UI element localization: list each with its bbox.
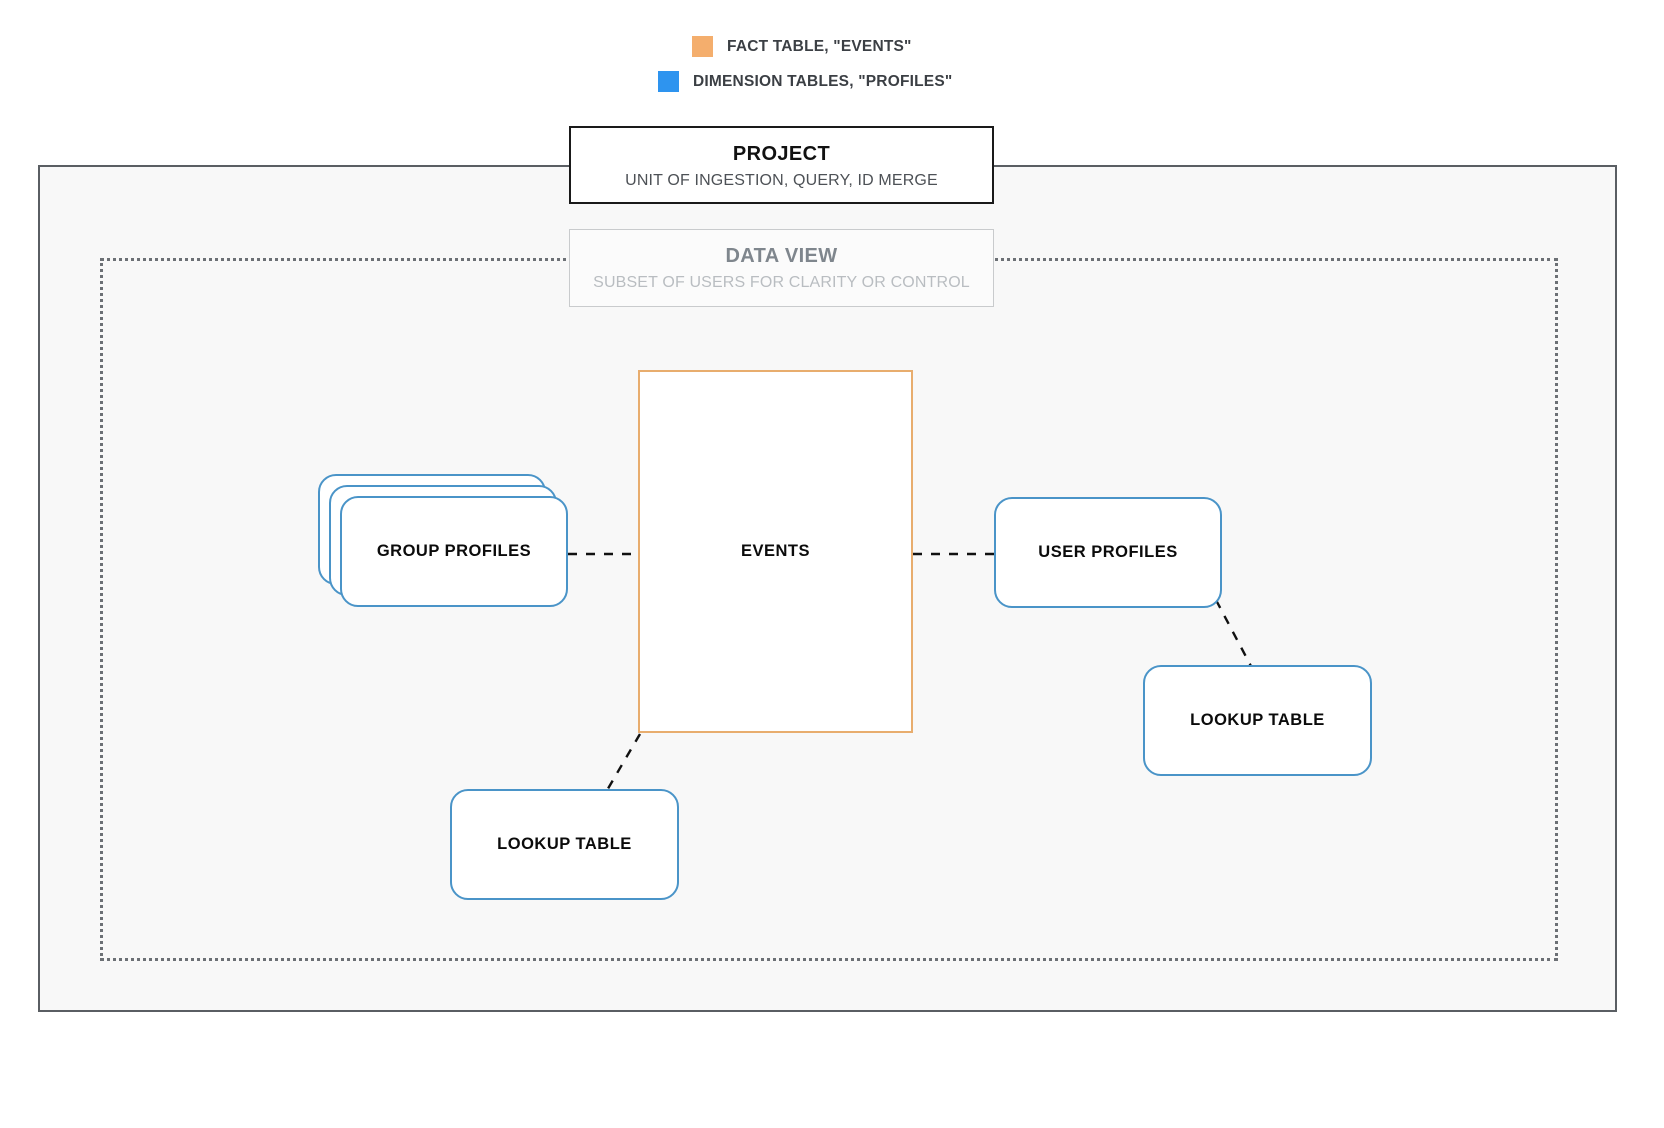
node-user-profiles-label: USER PROFILES — [1038, 543, 1178, 561]
data-view-card-subtitle: SUBSET OF USERS FOR CLARITY OR CONTROL — [593, 274, 970, 291]
node-user-profiles[interactable]: USER PROFILES — [994, 497, 1222, 608]
orange-square-swatch — [692, 36, 713, 57]
node-lookup-table-right-label: LOOKUP TABLE — [1190, 711, 1325, 729]
legend-item-dimension-tables: DIMENSION TABLES, "PROFILES" — [658, 71, 952, 92]
project-title-card: PROJECT UNIT OF INGESTION, QUERY, ID MER… — [569, 126, 994, 204]
node-lookup-table-right[interactable]: LOOKUP TABLE — [1143, 665, 1372, 776]
node-events[interactable]: EVENTS — [638, 370, 913, 733]
project-card-title: PROJECT — [732, 143, 831, 165]
node-events-label: EVENTS — [740, 542, 811, 560]
blue-square-swatch — [658, 71, 679, 92]
node-lookup-table-left[interactable]: LOOKUP TABLE — [450, 789, 679, 900]
data-view-title-card: DATA VIEW SUBSET OF USERS FOR CLARITY OR… — [569, 229, 994, 307]
legend-label-dimension-tables: DIMENSION TABLES, "PROFILES" — [693, 72, 953, 90]
legend-label-fact-table: FACT TABLE, "EVENTS" — [727, 37, 912, 55]
project-card-subtitle: UNIT OF INGESTION, QUERY, ID MERGE — [625, 172, 938, 189]
data-view-card-title: DATA VIEW — [725, 245, 838, 267]
node-group-profiles[interactable]: GROUP PROFILES — [318, 474, 568, 609]
legend-item-fact-table: FACT TABLE, "EVENTS" — [692, 36, 912, 57]
group-profiles-stack-card-front[interactable]: GROUP PROFILES — [340, 496, 568, 607]
node-lookup-table-left-label: LOOKUP TABLE — [497, 835, 632, 853]
node-group-profiles-label: GROUP PROFILES — [376, 542, 532, 560]
